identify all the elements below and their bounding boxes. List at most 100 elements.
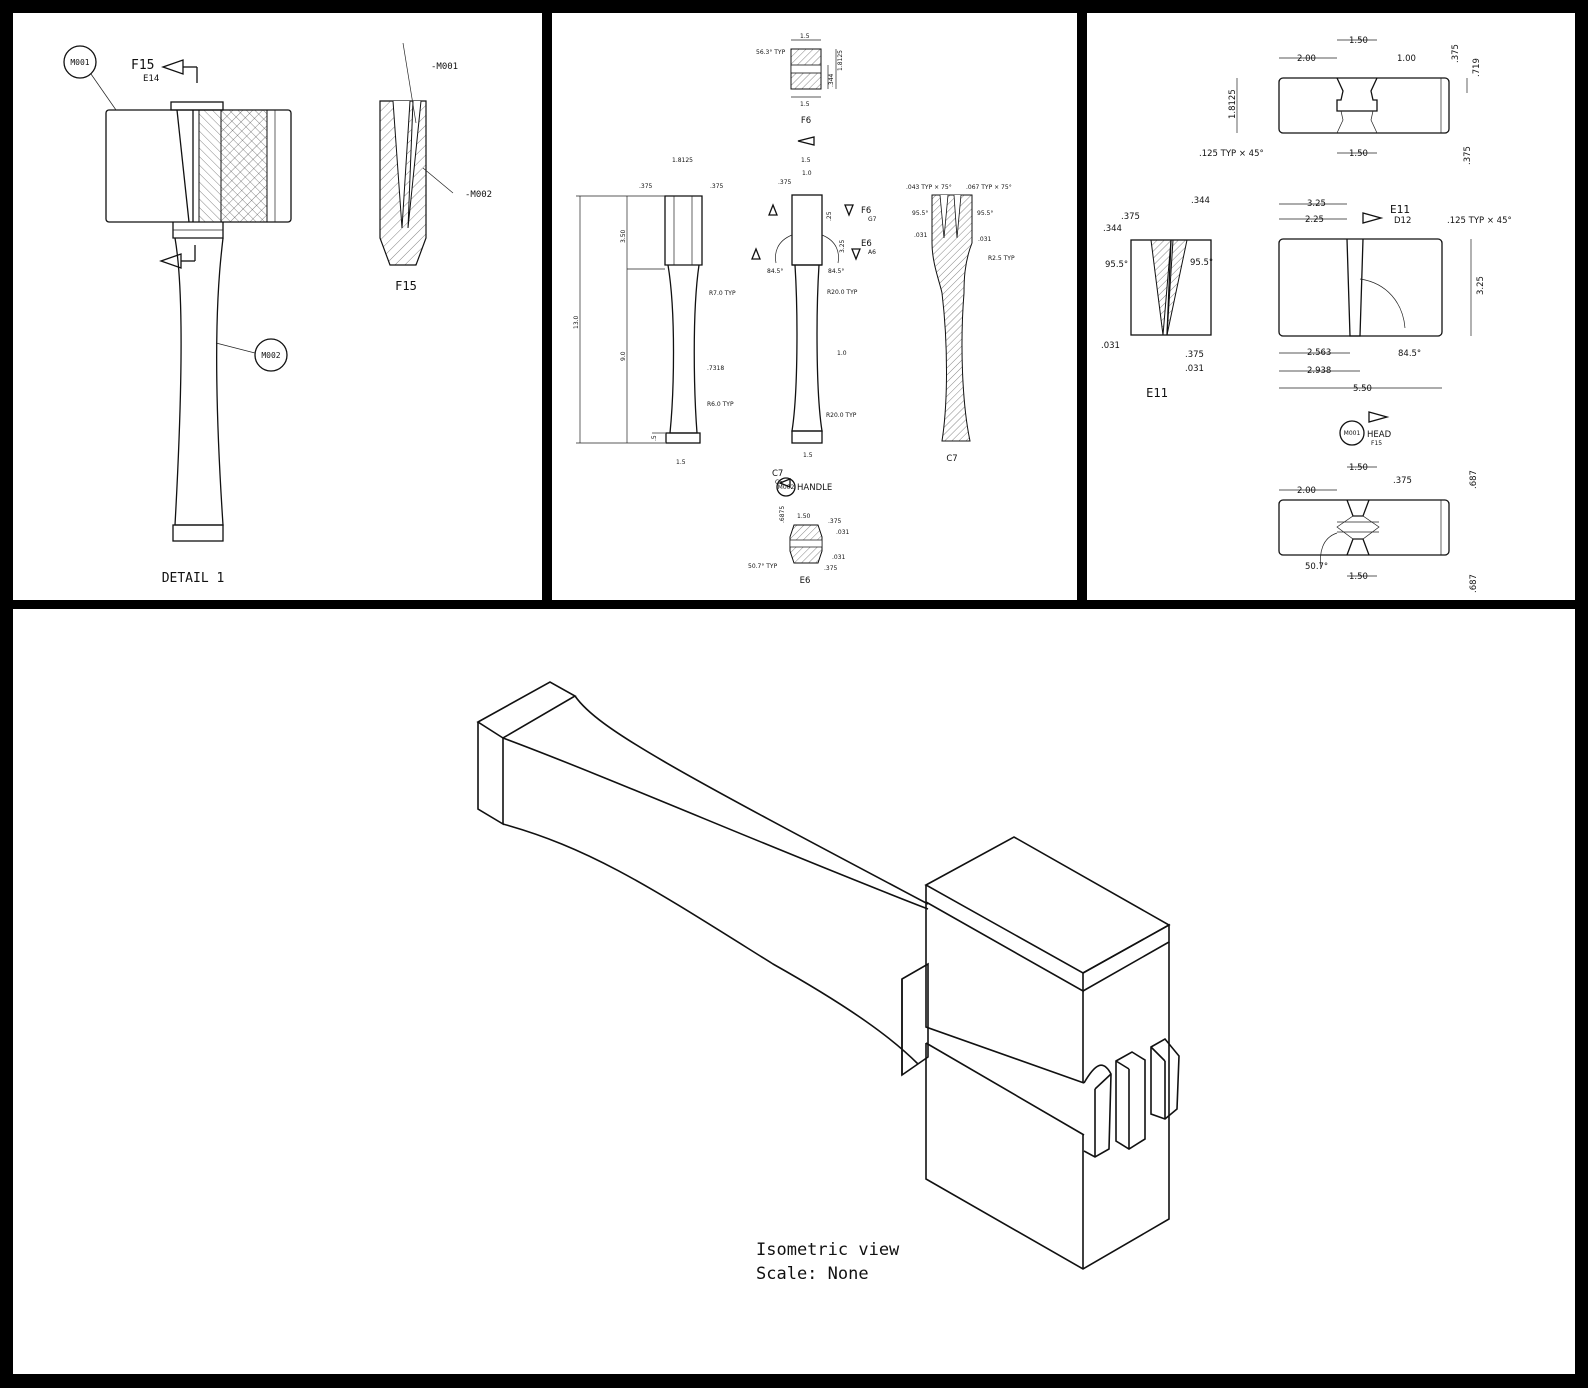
- balloon-m002-handle-label: M002: [778, 484, 795, 491]
- head-outline: [105, 101, 292, 223]
- section-ref-e6: E6: [861, 239, 872, 249]
- dim-bot-ang: 50.7°: [1305, 562, 1328, 572]
- head-drawing: 1.50 2.00 1.00 .375 .719 1.8125 .125 TYP…: [1101, 36, 1512, 593]
- section-arrow-upper: [161, 59, 198, 83]
- section-arrow-lower: [159, 245, 196, 269]
- dim-end-b: 1.50: [797, 513, 811, 520]
- dim-front-ang: 84.5°: [1398, 349, 1421, 359]
- dim-front-total: 5.50: [1353, 384, 1372, 394]
- dim-sec-d: .031: [1101, 341, 1120, 351]
- iso-caption-line1: Isometric view: [756, 1240, 900, 1260]
- head-section-view: [1130, 239, 1212, 336]
- section-ref-e11-sub: D12: [1394, 216, 1411, 226]
- dim-front-r2: R6.0 TYP: [707, 401, 734, 408]
- dim-front-r1: R7.0 TYP: [709, 290, 736, 297]
- detail-title: DETAIL 1: [162, 571, 225, 586]
- handle-front-view: [576, 195, 703, 444]
- dim-bot-b: .687: [1469, 470, 1479, 489]
- leader-m001-label: -M001: [431, 62, 458, 72]
- dim-top-w: 1.5: [800, 33, 810, 40]
- dim-side-ang-l: 84.5°: [767, 268, 783, 275]
- dim-side-base: 1.5: [803, 452, 813, 459]
- detail-assembly-panel: F15 E14 M001 M002 -M001 -M002 F15 DETAIL…: [13, 13, 542, 600]
- handle-section-label: C7: [946, 454, 957, 464]
- dim-end-e: .031: [832, 554, 846, 561]
- handle-end-view: [789, 524, 823, 564]
- handle-section-view: [931, 194, 973, 442]
- iso-head: [924, 836, 1180, 1270]
- handle-side-label: C7: [772, 469, 783, 479]
- head-front-view: [1278, 203, 1472, 423]
- leader-m002-label: -M002: [465, 190, 492, 200]
- dim-front-upper: 3.50: [620, 229, 627, 243]
- head-panel: 1.50 2.00 1.00 .375 .719 1.8125 .125 TYP…: [1087, 13, 1575, 600]
- dim-sec-a: .043 TYP × 75°: [906, 184, 952, 191]
- balloon-m002-label: M002: [261, 351, 280, 360]
- dim-front-left: 2.25: [1305, 215, 1324, 225]
- section-ref-e11: E11: [1390, 203, 1410, 216]
- dim-top-left: 2.00: [1297, 54, 1316, 64]
- balloon-m001-head: M001: [1339, 420, 1365, 446]
- head-top-view: [1236, 39, 1468, 154]
- dim-side-mid: 1.0: [837, 350, 847, 357]
- dim-front-a: .375: [639, 183, 653, 190]
- dim-front-neck: .7318: [707, 365, 724, 372]
- dim-front-chamfer: .125 TYP × 45°: [1447, 216, 1512, 226]
- dim-front-w: 3.25: [1307, 199, 1326, 209]
- dim-top-h2: .344: [828, 73, 835, 87]
- dim-top-c: .375: [1463, 146, 1473, 165]
- dim-sec-ang-r: 95.5°: [977, 210, 993, 217]
- balloon-m001-label: M001: [70, 58, 89, 67]
- dim-bot-c: .687: [1469, 574, 1479, 593]
- balloon-m002: M002: [215, 338, 288, 372]
- section-ref-label: F15: [131, 58, 154, 73]
- dim-front-a: 2.563: [1307, 348, 1331, 358]
- dim-top-right: 1.00: [1397, 54, 1416, 64]
- dim-bot-bottom: 1.50: [1349, 572, 1368, 582]
- head-section-label: E11: [1146, 386, 1168, 400]
- head-bottom-view: [1278, 466, 1450, 577]
- dim-front-base: 1.5: [676, 459, 686, 466]
- balloon-m002-handle: M002: [776, 477, 796, 497]
- dim-sec-b: .067 TYP × 75°: [966, 184, 1012, 191]
- dim-end-d: .031: [836, 529, 850, 536]
- dim-sec-r: R2.5 TYP: [988, 255, 1015, 262]
- section-ref-sub: E14: [143, 74, 159, 84]
- dim-side-ang-r: 84.5°: [828, 268, 844, 275]
- section-ref-e6-sub: A6: [868, 249, 876, 256]
- dim-top-h: 1.8125: [837, 50, 844, 71]
- dim-side-h2: 3.25: [839, 239, 846, 253]
- section-f15-view: [379, 42, 454, 266]
- dim-side-h1: .25: [826, 211, 833, 221]
- handle-end-label: E6: [800, 576, 811, 586]
- dim-top-b: .719: [1472, 58, 1482, 77]
- dim-bot-a: .375: [1393, 476, 1412, 486]
- balloon-m001-head-label: M001: [1344, 430, 1361, 437]
- iso-caption-line2: Scale: None: [756, 1264, 869, 1284]
- dim-top-slot: 1.50: [1349, 36, 1368, 46]
- dim-end-ang: 50.7° TYP: [748, 563, 778, 570]
- handle-side-view: [751, 136, 861, 488]
- section-ref-f6-sub: G7: [868, 216, 877, 223]
- dim-sec-b: .375: [1121, 212, 1140, 222]
- dim-sec-ang-l: 95.5°: [1105, 260, 1128, 270]
- isometric-panel: Isometric view Scale: None: [13, 609, 1575, 1374]
- balloon-m001: M001: [63, 45, 117, 111]
- dim-front-mid: 9.0: [620, 351, 627, 361]
- handle-outline: [172, 222, 224, 542]
- dim-sec-f: .031: [1185, 364, 1204, 374]
- dim-side-top: 1.5: [801, 157, 811, 164]
- isometric-drawing: Isometric view Scale: None: [476, 681, 1180, 1284]
- dim-front-b: .375: [710, 183, 724, 190]
- dim-top-bottom: 1.50: [1349, 149, 1368, 159]
- dim-top-angle: 56.3° TYP: [756, 49, 786, 56]
- dim-top-a: .375: [1451, 44, 1461, 63]
- iso-handle: [476, 681, 929, 1077]
- section-ref-f6: F6: [861, 206, 871, 216]
- handle-top-view-label: F6: [801, 116, 811, 126]
- head-name: HEAD: [1367, 430, 1392, 440]
- dim-end-f: .375: [824, 565, 838, 572]
- dim-bot-slot: 1.50: [1349, 463, 1368, 473]
- dim-top-chamfer: .125 TYP × 45°: [1199, 149, 1264, 159]
- dim-sec-ang-l: 95.5°: [912, 210, 928, 217]
